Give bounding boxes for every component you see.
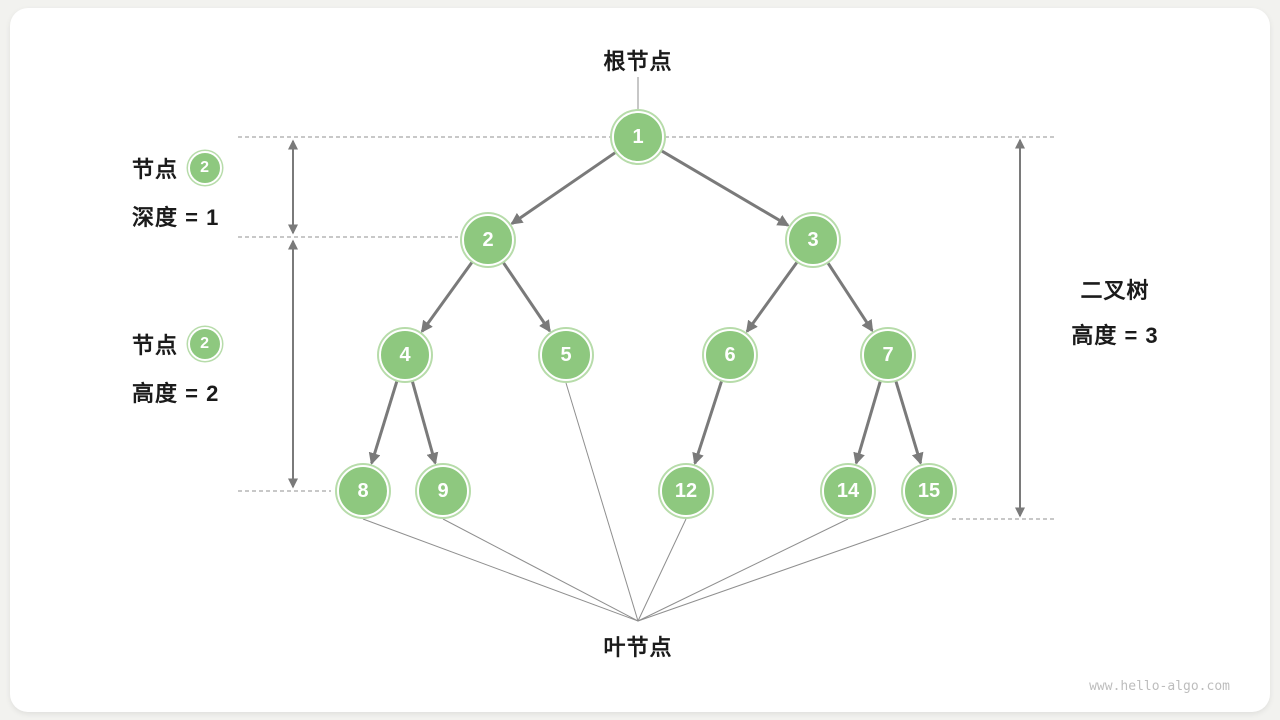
depth-annotation-node-badge: 2 bbox=[188, 151, 223, 185]
root-label: 根节点 bbox=[603, 49, 673, 74]
tree-height-title: 二叉树 bbox=[1080, 278, 1150, 303]
depth-annotation-node-word: 节点 bbox=[132, 157, 179, 182]
tree-node-8: 8 bbox=[337, 465, 389, 517]
depth-annotation: 节点 2 深度 = 1 bbox=[132, 146, 292, 232]
tree-node-2: 2 bbox=[462, 214, 514, 266]
leaf-label: 叶节点 bbox=[603, 635, 673, 660]
tree-node-1: 1 bbox=[612, 111, 664, 163]
tree-node-12: 12 bbox=[660, 465, 712, 517]
height-annotation-text: 高度 = 2 bbox=[132, 381, 220, 406]
tree-node-7: 7 bbox=[862, 329, 914, 381]
tree-height-annotation: 二叉树 高度 = 3 bbox=[1053, 268, 1177, 358]
depth-annotation-text: 深度 = 1 bbox=[132, 205, 220, 230]
tree-node-5: 5 bbox=[540, 329, 592, 381]
tree-node-9: 9 bbox=[417, 465, 469, 517]
height-annotation-node-word: 节点 bbox=[132, 333, 179, 358]
tree-height-text: 高度 = 3 bbox=[1071, 323, 1159, 348]
tree-node-15: 15 bbox=[903, 465, 955, 517]
tree-node-14: 14 bbox=[822, 465, 874, 517]
tree-node-3: 3 bbox=[787, 214, 839, 266]
watermark: www.hello-algo.com bbox=[1089, 679, 1230, 694]
tree-node-6: 6 bbox=[704, 329, 756, 381]
node-height-annotation: 节点 2 高度 = 2 bbox=[132, 322, 292, 408]
height-annotation-node-badge: 2 bbox=[188, 327, 223, 361]
tree-node-4: 4 bbox=[379, 329, 431, 381]
